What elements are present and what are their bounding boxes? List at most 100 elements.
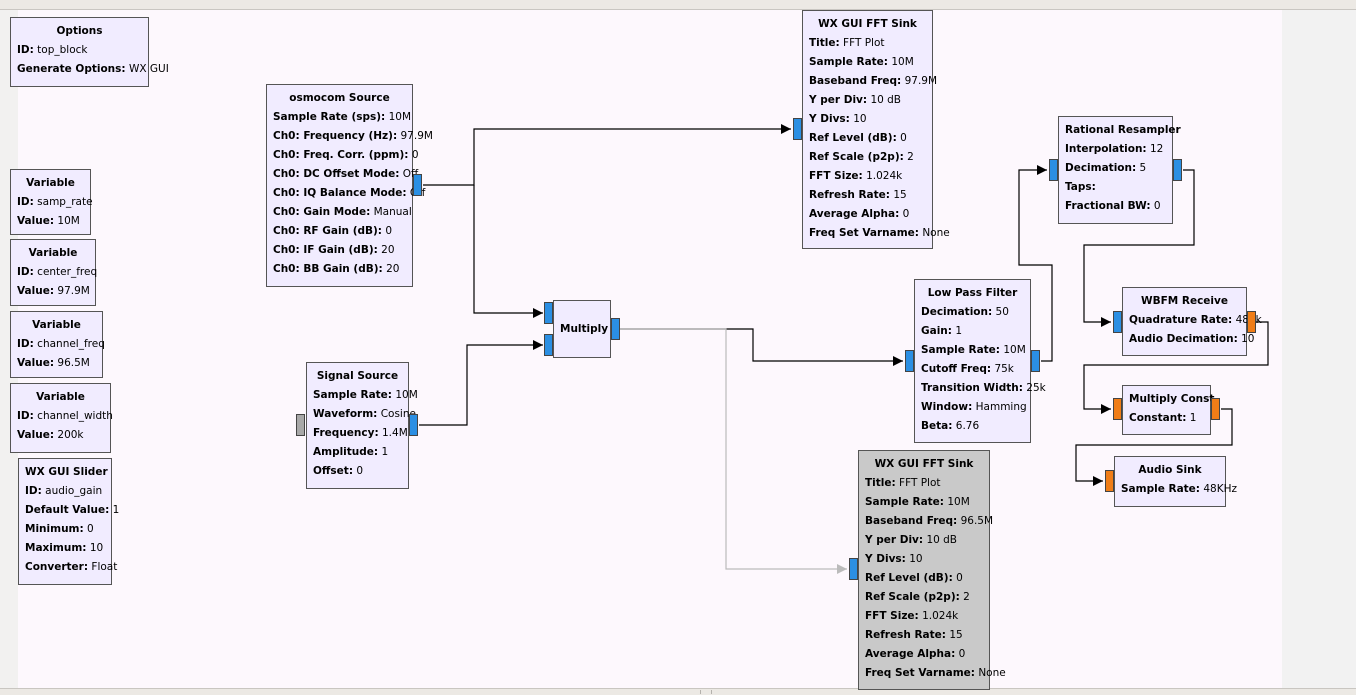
param-key: Sample Rate:: [1121, 483, 1200, 495]
param-key: Quadrature Rate:: [1129, 314, 1233, 326]
block-param: Default Value: 1: [25, 501, 119, 520]
param-value: 5: [1139, 162, 1147, 174]
block-param: ID: samp_rate: [17, 193, 93, 212]
param-value: 10: [909, 553, 923, 565]
block-param: Decimation: 5: [1065, 159, 1166, 178]
mulconst-out-port[interactable]: [1211, 398, 1220, 420]
block-param: Waveform: Cosine: [313, 405, 416, 424]
param-key: Generate Options:: [17, 63, 126, 75]
block-param: Taps:: [1065, 178, 1166, 197]
lpf-in-port[interactable]: [905, 350, 914, 372]
param-key: Offset:: [313, 465, 354, 477]
param-value: 20: [381, 244, 395, 256]
param-key: Ref Level (dB):: [865, 572, 953, 584]
param-key: Sample Rate:: [313, 389, 392, 401]
block-title: WX GUI Slider: [25, 466, 108, 478]
block-param: Maximum: 10: [25, 539, 105, 558]
param-key: ID:: [17, 338, 34, 350]
block-param: Window: Hamming: [921, 398, 1027, 417]
param-value: 96.5M: [57, 357, 90, 369]
block-param: Freq Set Varname: None: [865, 664, 1006, 683]
param-key: Transition Width:: [921, 382, 1023, 394]
param-key: Ch0: IQ Balance Mode:: [273, 187, 407, 199]
multiply-block[interactable]: Multiply: [553, 300, 611, 358]
mulconst-in-port[interactable]: [1113, 398, 1122, 420]
block-title: Multiply Const: [1129, 393, 1215, 405]
param-key: Ch0: RF Gain (dB):: [273, 225, 383, 237]
multiply-in1-port[interactable]: [544, 334, 553, 356]
wbfm-out-port[interactable]: [1247, 311, 1256, 333]
block-param: Ch0: DC Offset Mode: Off: [273, 165, 418, 184]
wire-wbfm-to-mulconst: [1083, 321, 1269, 414]
param-key: Taps:: [1065, 181, 1096, 193]
param-value: center_freq: [37, 266, 98, 278]
block-param: Sample Rate: 48KHz: [1121, 480, 1237, 499]
param-value: 0: [902, 208, 910, 220]
param-key: ID:: [25, 485, 42, 497]
block-param: Value: 200k: [17, 426, 104, 445]
param-value: 0: [900, 132, 907, 144]
param-value: samp_rate: [37, 196, 93, 208]
block-param: Ref Scale (p2p): 2: [865, 588, 983, 607]
block-title: WX GUI FFT Sink: [874, 458, 974, 470]
param-value: 0: [1153, 200, 1161, 212]
param-value: 10M: [947, 496, 970, 508]
multiply-out-port[interactable]: [611, 318, 620, 340]
param-value: 10M: [57, 215, 80, 227]
block-title: Audio Sink: [1138, 464, 1202, 476]
param-key: Average Alpha:: [865, 648, 956, 660]
param-key: Waveform:: [313, 408, 378, 420]
param-value: 10: [89, 542, 104, 554]
signal-source-out-port[interactable]: [409, 414, 418, 436]
signal-source-in-port[interactable]: [296, 414, 305, 436]
fft-sink-1-in-port[interactable]: [793, 118, 802, 140]
param-value: 10M: [395, 389, 418, 401]
param-key: Beta:: [921, 420, 953, 432]
lpf-out-port[interactable]: [1031, 350, 1040, 372]
param-key: Window:: [921, 401, 973, 413]
param-value: FFT Plot: [899, 477, 941, 489]
multiply-in0-port[interactable]: [544, 302, 553, 324]
wbfm-in-port[interactable]: [1113, 311, 1122, 333]
block-param: Audio Decimation: 10: [1129, 330, 1255, 349]
resampler-in-port[interactable]: [1049, 159, 1058, 181]
status-pane-splitter[interactable]: [0, 688, 1356, 695]
param-key: Interpolation:: [1065, 143, 1147, 155]
param-key: Audio Decimation:: [1129, 333, 1238, 345]
osmocom-out-port[interactable]: [413, 174, 422, 196]
block-param: Ch0: BB Gain (dB): 20: [273, 260, 406, 279]
resampler-out-port[interactable]: [1173, 159, 1182, 181]
block-param: Sample Rate: 10M: [809, 53, 926, 72]
block-param: FFT Size: 1.024k: [865, 607, 983, 626]
block-param: Y Divs: 10: [865, 550, 983, 569]
block-param: Y per Div: 10 dB: [865, 531, 983, 550]
audio-sink-in-port[interactable]: [1105, 470, 1114, 492]
block-param: Interpolation: 12: [1065, 140, 1166, 159]
fft-sink-2-in-port[interactable]: [849, 558, 858, 580]
param-value: 10 dB: [870, 94, 902, 106]
block-param: Value: 96.5M: [17, 354, 96, 373]
side-panel: [1282, 10, 1356, 688]
splitter-grip-icon[interactable]: [700, 690, 712, 694]
block-param: Average Alpha: 0: [865, 645, 983, 664]
param-value: 10M: [388, 111, 412, 123]
param-value: 1: [381, 446, 389, 458]
block-param: Value: 97.9M: [17, 282, 90, 301]
block-title: Rational Resampler: [1065, 124, 1181, 136]
